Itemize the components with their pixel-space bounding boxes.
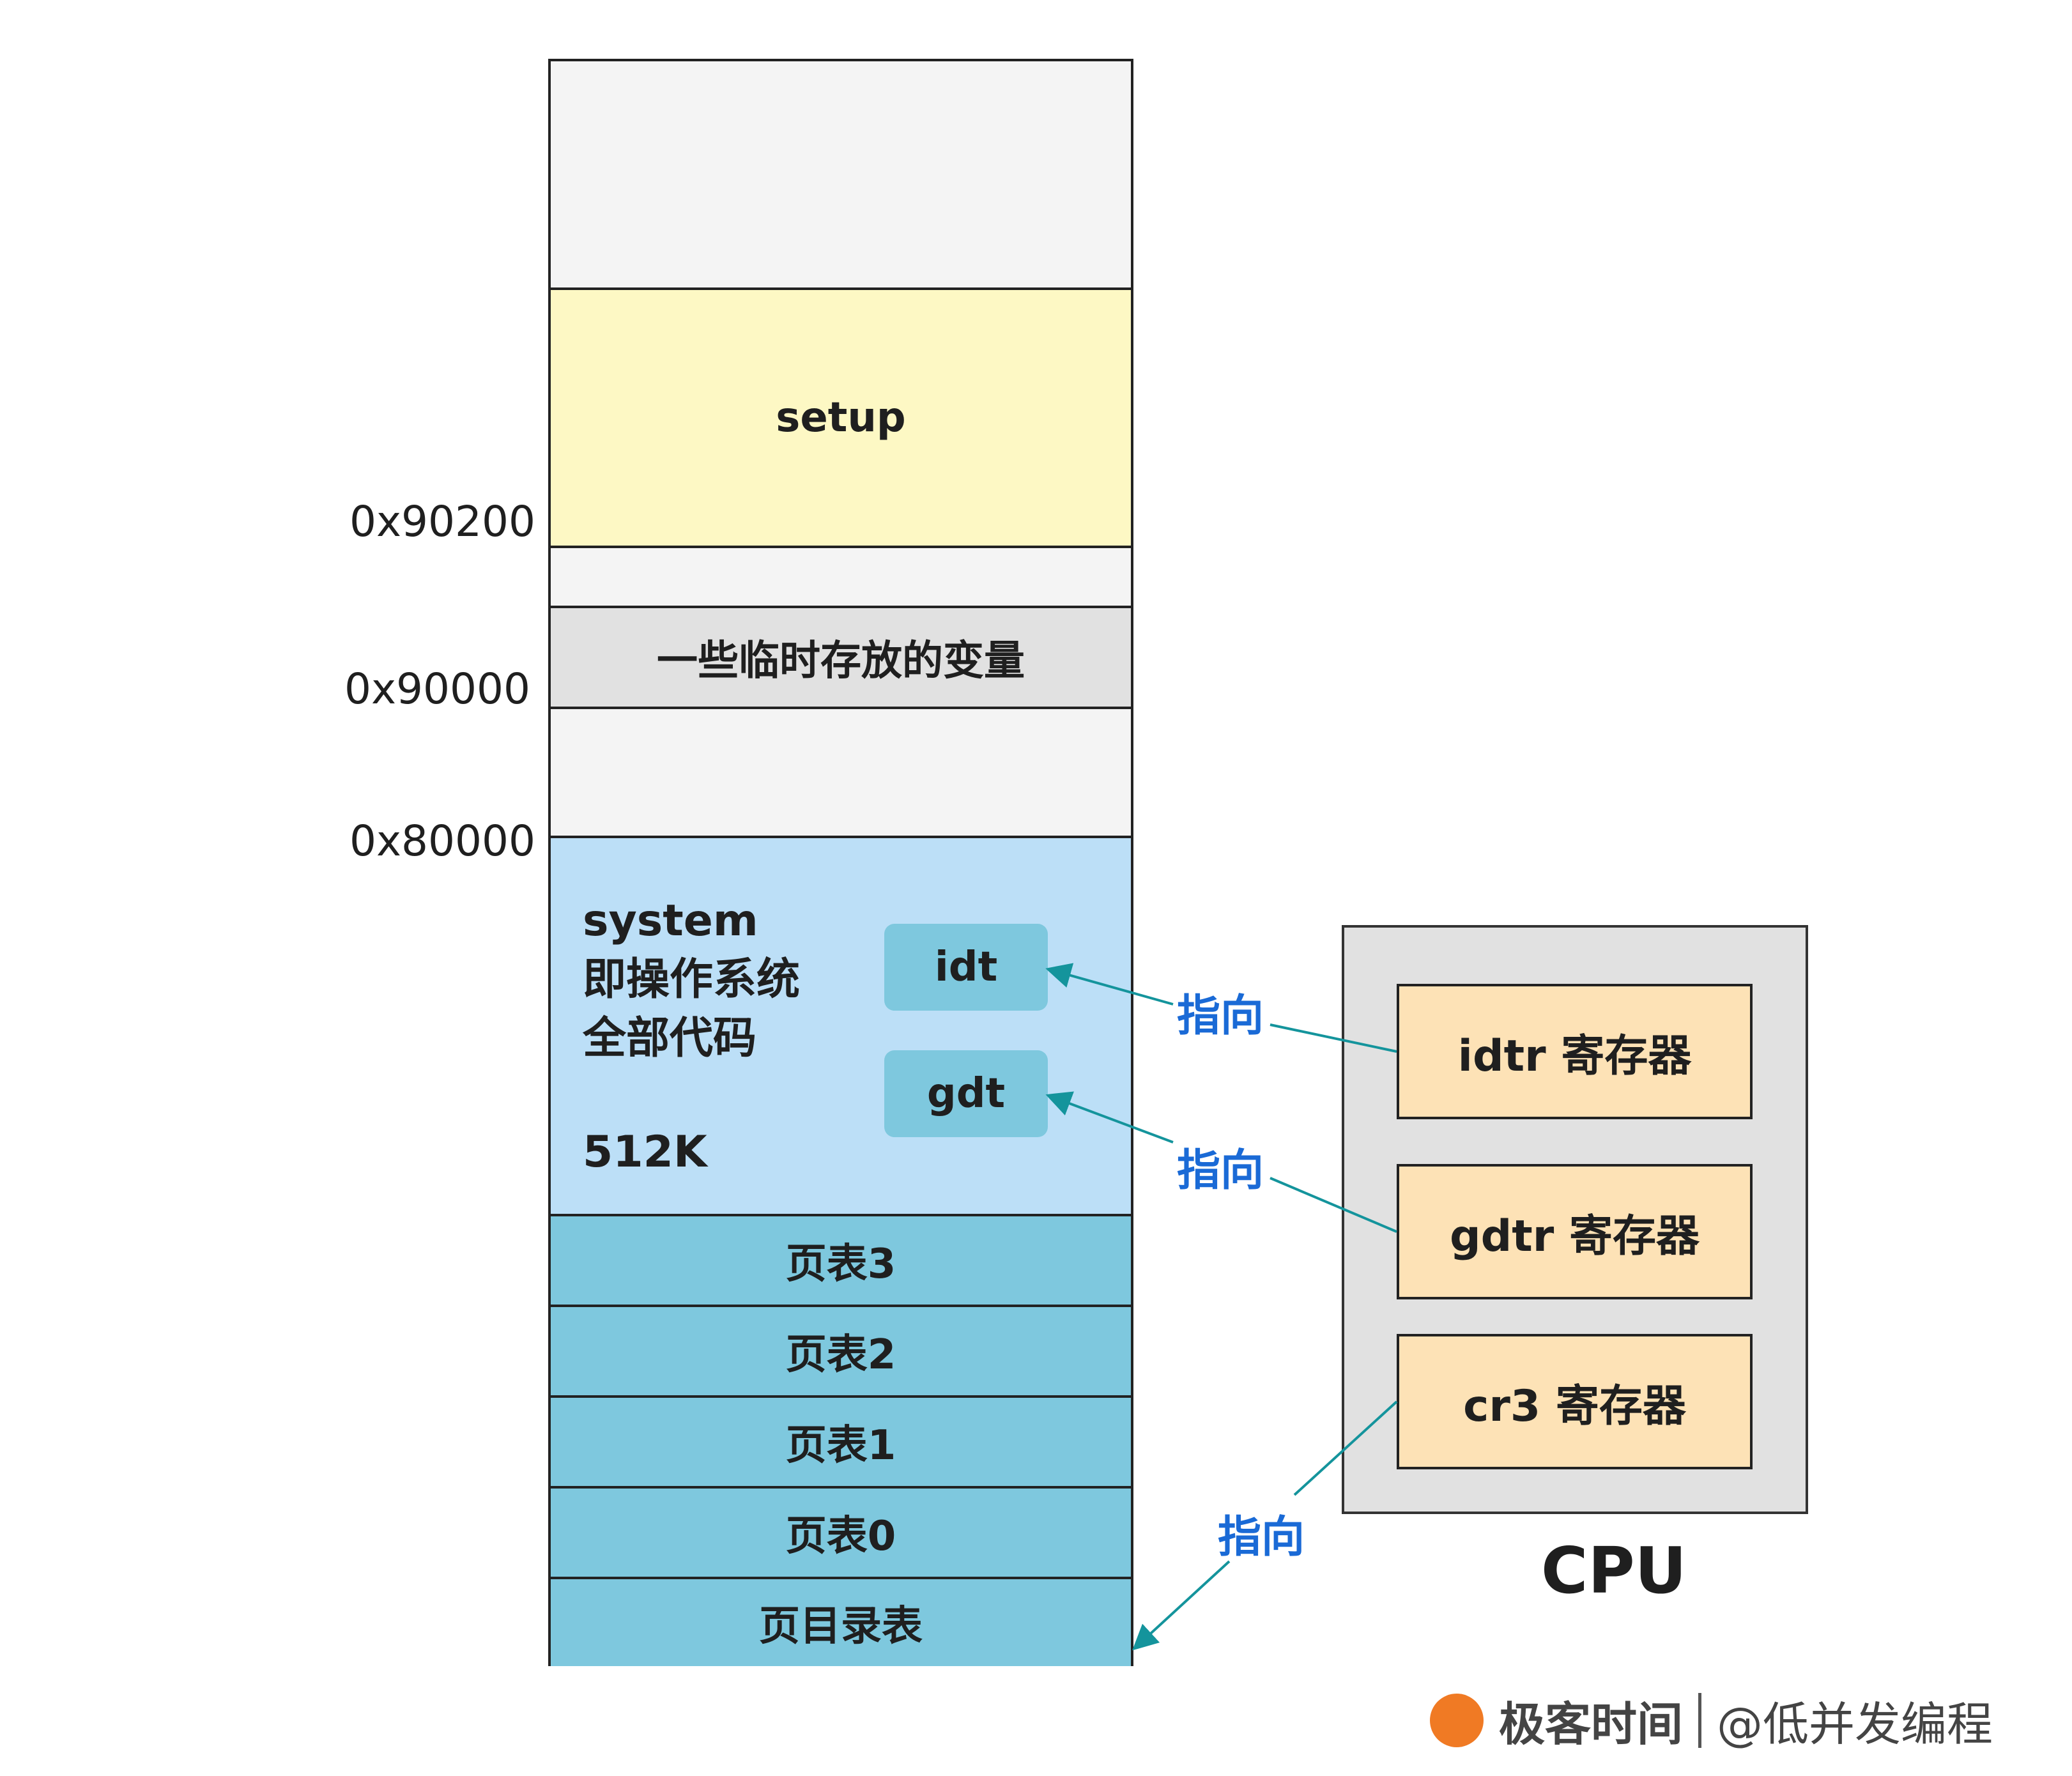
page-table-3-label: 页表3 (785, 1241, 896, 1288)
gdtr-register: gdtr 寄存器 (1397, 1164, 1753, 1299)
watermark-brand: 极客时间 (1499, 1697, 1684, 1751)
cr3-register: cr3 寄存器 (1397, 1334, 1753, 1469)
setup-label: setup (776, 394, 906, 441)
cr3-arrow-label: 指向 (1218, 1512, 1305, 1563)
gdt-label: gdt (926, 1070, 1006, 1117)
page-table-2-label: 页表2 (785, 1331, 896, 1379)
gdtr-arrow-line-b (1045, 1091, 1174, 1144)
page-directory-table: 页目录表 (551, 1579, 1131, 1666)
page-table-0: 页表0 (551, 1489, 1131, 1579)
gdt-box: gdt (884, 1050, 1048, 1137)
cr3-register-label: cr3 寄存器 (1463, 1381, 1686, 1432)
watermark-author: @低并发编程 (1717, 1697, 1993, 1751)
cpu-label: CPU (1541, 1533, 1687, 1608)
page-table-3: 页表3 (551, 1216, 1131, 1307)
geektime-logo-icon (1430, 1693, 1484, 1747)
idtr-arrow-line-b (1045, 963, 1174, 1006)
watermark-separator (1698, 1692, 1702, 1748)
system-description: system 即操作系统 全部代码 (583, 892, 800, 1068)
setup-region: setup (551, 290, 1131, 548)
gdtr-arrow-line-a (1270, 1177, 1397, 1233)
page-directory-label: 页目录表 (759, 1603, 923, 1650)
system-line-2: 即操作系统 (583, 954, 801, 1005)
page-table-2: 页表2 (551, 1307, 1131, 1398)
system-region (551, 838, 1131, 1216)
gdtr-arrow-label: 指向 (1177, 1145, 1264, 1196)
idtr-register: idtr 寄存器 (1397, 984, 1753, 1119)
watermark: 极客时间 @低并发编程 (1430, 1687, 1993, 1754)
page-table-1-label: 页表1 (785, 1422, 896, 1469)
address-0x90000: 0x90000 (344, 664, 530, 714)
gap-region-1 (551, 548, 1131, 608)
address-0x80000: 0x80000 (349, 816, 535, 866)
address-0x90200: 0x90200 (349, 497, 535, 546)
cr3-arrow-line-a (1293, 1400, 1398, 1496)
system-line-3: 全部代码 (583, 1013, 757, 1064)
idtr-arrow-line-a (1270, 1023, 1397, 1053)
system-size-label: 512K (583, 1127, 707, 1177)
temp-variables-label: 一些临时存放的变量 (657, 638, 1025, 685)
memory-top-region (551, 61, 1131, 290)
system-line-1: system (583, 896, 758, 946)
cr3-arrow-line-b (1132, 1560, 1231, 1651)
idtr-register-label: idtr 寄存器 (1457, 1030, 1692, 1082)
idt-label: idt (934, 944, 998, 991)
gdtr-register-label: gdtr 寄存器 (1449, 1211, 1700, 1262)
memory-map: setup 一些临时存放的变量 页表3 页表2 页表1 页表0 页目录表 (548, 59, 1133, 1666)
gap-region-2 (551, 709, 1131, 838)
idtr-arrow-label: 指向 (1177, 991, 1264, 1041)
temp-variables-region: 一些临时存放的变量 (551, 608, 1131, 709)
page-table-1: 页表1 (551, 1398, 1131, 1489)
idt-box: idt (884, 924, 1048, 1011)
page-table-0-label: 页表0 (785, 1513, 896, 1560)
